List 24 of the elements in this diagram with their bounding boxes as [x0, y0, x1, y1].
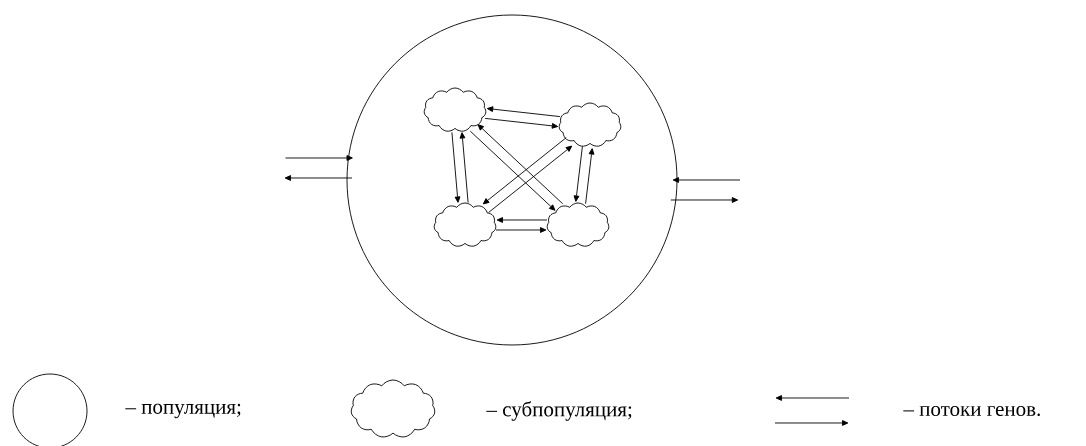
subpopulation-cloud [433, 202, 497, 247]
subpopulation-cloud [546, 202, 610, 247]
arrow [488, 145, 573, 213]
subpopulation-cloud [423, 87, 487, 132]
arrow [496, 217, 548, 223]
arrow [477, 124, 564, 205]
arrow [285, 155, 353, 161]
population-circle [346, 14, 678, 346]
arrow [670, 197, 739, 203]
legend-text: – субпопуляция; [486, 401, 632, 421]
arrow [486, 106, 561, 118]
arrow [573, 145, 583, 202]
arrow [469, 130, 556, 211]
arrow [459, 132, 469, 204]
arrow [284, 175, 353, 181]
legend-text: – потоки генов. [903, 405, 1040, 417]
arrow [672, 177, 741, 183]
arrow [451, 131, 461, 203]
subpopulation-cloud [558, 102, 622, 147]
arrow [484, 117, 559, 129]
arrow [495, 227, 547, 233]
legend-text: – популяция; [125, 403, 241, 419]
arrow [585, 148, 595, 205]
arrow [482, 137, 567, 205]
